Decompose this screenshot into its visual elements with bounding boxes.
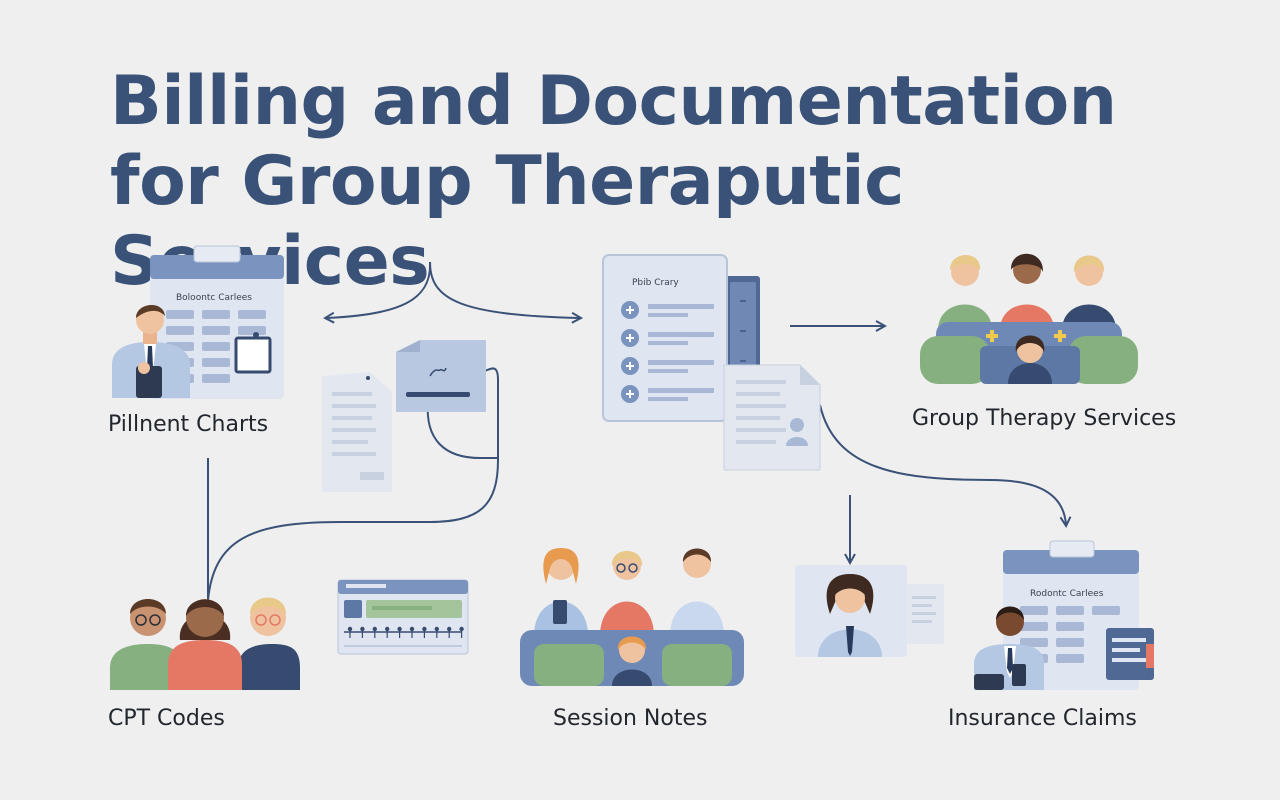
connector-brace-left [326, 261, 432, 318]
timeline-tick [434, 626, 439, 632]
timeline-tick-stem [386, 630, 388, 638]
timeline-tick [397, 626, 402, 632]
title-line-1: Billing and Documentation [110, 62, 1117, 141]
timeline-tick [422, 626, 427, 632]
session-notes-label: Session Notes [553, 706, 708, 731]
insurance-claims-label: Insurance Claims [948, 706, 1137, 731]
timeline-tick-stem [411, 630, 413, 638]
timeline-tick-stem [361, 630, 363, 638]
timeline-tick-stem [374, 630, 376, 638]
consultant-illustration [795, 565, 944, 657]
timeline-tick [459, 626, 464, 632]
center-document-illustration: Pbib Crary [602, 254, 821, 471]
timeline-tick-stem [399, 630, 401, 638]
patient-charts-label: Pillnent Charts [108, 412, 269, 437]
timeline-tick [409, 626, 415, 632]
center-doc-card-title: Pbib Crary [632, 278, 679, 288]
document-pen-illustration [322, 340, 486, 492]
patient-charts-illustration: Boloontc Carlees [112, 245, 284, 399]
timeline-tick [447, 626, 452, 632]
connector-doc-to-claims [819, 404, 1066, 525]
timeline-tick-stem [349, 630, 351, 638]
session-notes-illustration [520, 548, 744, 686]
connectors [207, 261, 1066, 601]
cpt-codes-label: CPT Codes [108, 706, 225, 731]
connector-flow-curve [207, 367, 499, 601]
title-line-2: for Group Theraputic Services [110, 142, 904, 301]
cpt-codes-illustration [110, 597, 300, 690]
timeline-tick-stem [448, 630, 450, 638]
timeline-tick [347, 626, 353, 632]
connector-brace-right [429, 261, 580, 318]
insurance-claims-card-title: Rodontc Carlees [1030, 589, 1104, 599]
page-title: Billing and Documentation for Group Ther… [110, 62, 1230, 302]
connector-loop [426, 401, 498, 459]
timeline-tick-stem [436, 630, 438, 638]
insurance-claims-illustration: Rodontc Carlees [974, 540, 1154, 690]
patient-charts-card-title: Boloontc Carlees [176, 293, 252, 303]
timeline-tick [372, 626, 377, 632]
timeline-tick [385, 626, 390, 632]
group-therapy-illustration [920, 253, 1138, 384]
timeline-tick-stem [461, 630, 463, 638]
group-therapy-services-label: Group Therapy Services [912, 406, 1177, 431]
timeline-tick-stem [423, 630, 425, 638]
timeline-tick [360, 626, 365, 632]
code-window-illustration [337, 579, 469, 655]
